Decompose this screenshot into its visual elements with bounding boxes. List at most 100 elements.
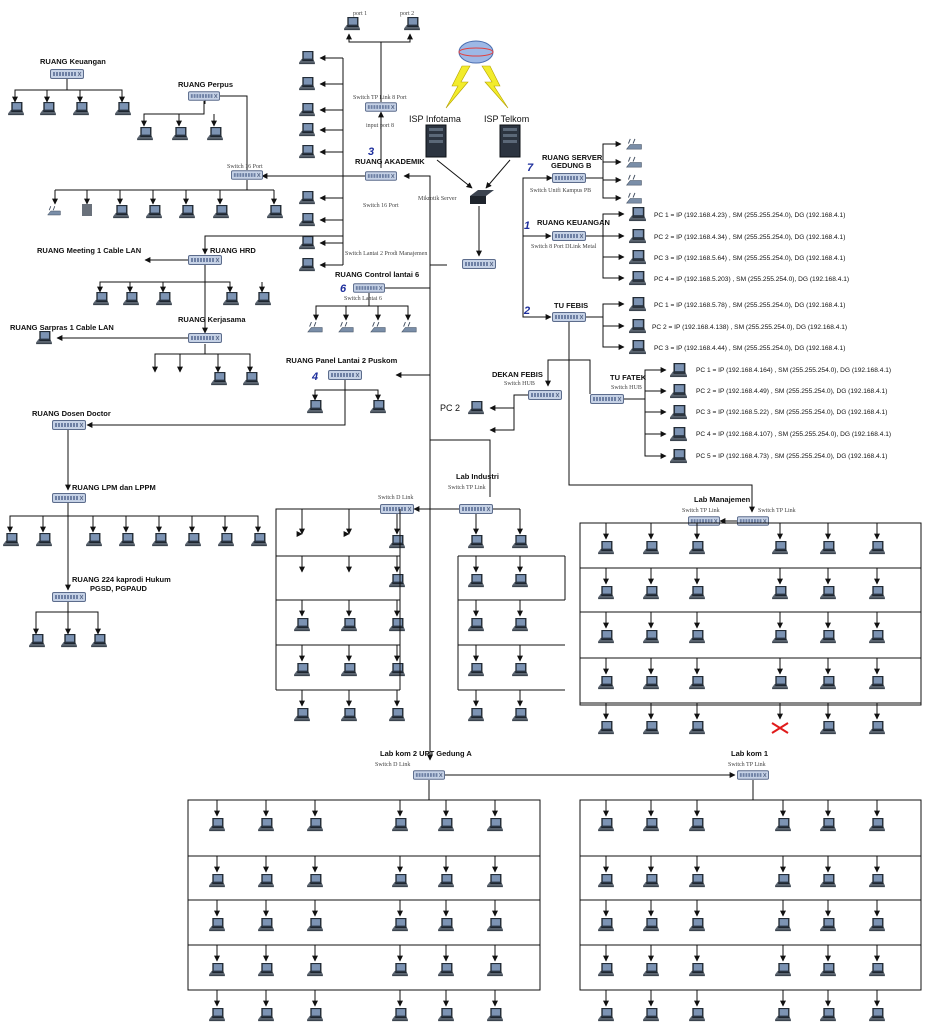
desktop-pc-icon [819, 1008, 837, 1022]
desktop-pc-icon [774, 1008, 792, 1022]
lightning-bolt-icon [445, 65, 471, 109]
ip-fatek-pc4: PC 4 = IP (192.168.4.107) , SM (255.255.… [696, 431, 891, 438]
network-switch-icon[interactable] [231, 170, 263, 180]
network-switch-icon[interactable] [459, 504, 493, 514]
network-switch-icon[interactable] [552, 173, 586, 183]
desktop-pc-icon [688, 963, 706, 977]
network-switch-icon[interactable] [380, 504, 414, 514]
port-2-label: port 2 [400, 11, 414, 17]
desktop-pc-icon [642, 1008, 660, 1022]
network-switch-icon[interactable] [552, 231, 586, 241]
desktop-pc-icon [388, 663, 406, 677]
desktop-pc-icon [467, 574, 485, 588]
desktop-pc-icon [819, 586, 837, 600]
isp-telkom-label: ISP Telkom [484, 114, 529, 124]
port-1-label: port 1 [353, 11, 367, 17]
desktop-pc-icon [819, 874, 837, 888]
network-switch-icon[interactable] [462, 259, 496, 269]
network-switch-icon[interactable] [552, 312, 586, 322]
ruang-panel-label: RUANG Panel Lantai 2 Puskom [286, 356, 398, 365]
network-switch-icon[interactable] [50, 69, 84, 79]
fatek-pcs [669, 363, 688, 464]
desktop-pc-icon [819, 541, 837, 555]
desktop-pc-icon [771, 676, 789, 690]
network-switch-icon[interactable] [737, 516, 769, 526]
server-number: 7 [527, 162, 534, 174]
desktop-pc-icon [642, 963, 660, 977]
desktop-pc-icon [597, 818, 615, 832]
switch-dlink-mid-label: Switch D Link [378, 495, 413, 501]
pc2-label: PC 2 [440, 403, 460, 413]
network-switch-icon[interactable] [413, 770, 445, 780]
desktop-pc-icon [597, 963, 615, 977]
desktop-pc-icon [774, 918, 792, 932]
desktop-pc-icon [868, 918, 886, 932]
mikrotik-server-label: Mikrotik Server [418, 196, 457, 202]
desktop-pc-icon [771, 586, 789, 600]
desktop-pc-icon [688, 630, 706, 644]
network-switch-icon[interactable] [52, 420, 86, 430]
switch-lantai2-label: Switch Lantai 2 Prodi Manajemen [345, 251, 427, 257]
desktop-pc-icon [688, 721, 706, 735]
desktop-pc-icon [306, 874, 324, 888]
desktop-pc-icon [642, 818, 660, 832]
desktop-pc-icon [868, 1008, 886, 1022]
desktop-pc-icon [688, 818, 706, 832]
febis-pcs [628, 297, 647, 355]
desktop-pc-icon [388, 535, 406, 549]
switch-16port-perpus-label: Switch 16 Port [227, 164, 263, 170]
network-switch-icon[interactable] [528, 390, 562, 400]
desktop-pc-icon [642, 586, 660, 600]
network-switch-icon[interactable] [353, 283, 385, 293]
labkom1-label: Lab kom 1 [731, 749, 768, 758]
switch-lantai6-label: Switch Lantai 6 [344, 296, 382, 302]
desktop-pc-icon [642, 630, 660, 644]
internet-globe-icon [458, 40, 494, 64]
ruang-hrd-label: RUANG HRD [210, 246, 256, 255]
ruang-224-label-2: PGSD, PGPAUD [90, 584, 148, 593]
akademik-pcs [298, 51, 316, 272]
desktop-pc-icon [868, 818, 886, 832]
switch-unifi-label: Switch Unifi Kampus PB [530, 187, 591, 194]
desktop-pc-icon [819, 818, 837, 832]
desktop-pc-icon [597, 874, 615, 888]
desktop-pc-icon [340, 708, 358, 722]
desktop-pc-icon [257, 918, 275, 932]
ruang-akademik-label: RUANG AKADEMIK [355, 157, 425, 166]
ruang-keuangan-right-label: RUANG KEUANGAN [537, 218, 610, 227]
switch-hub-dekan-label: Switch HUB [504, 381, 535, 387]
desktop-pc-icon [242, 372, 260, 386]
network-switch-icon[interactable] [365, 102, 397, 112]
desktop-pc-icon [597, 721, 615, 735]
network-switch-icon[interactable] [52, 493, 86, 503]
industri-lab-grid [457, 535, 566, 722]
ip-keuangan-pc4: PC 4 = IP (192.168.5.203) , SM (255.255.… [654, 276, 849, 283]
ruang-server-label-2: GEDUNG B [551, 161, 592, 170]
switch-hub-fatek-label: Switch HUB [611, 385, 642, 391]
desktop-pc-icon [688, 586, 706, 600]
network-switch-icon[interactable] [188, 333, 222, 343]
desktop-pc-icon [774, 963, 792, 977]
labkom2-label: Lab kom 2 UPT Gedung A [380, 749, 472, 758]
network-switch-icon[interactable] [328, 370, 362, 380]
control-access-points [307, 321, 417, 333]
network-switch-icon[interactable] [52, 592, 86, 602]
desktop-pc-icon [293, 618, 311, 632]
network-switch-icon[interactable] [188, 91, 220, 101]
network-switch-icon[interactable] [737, 770, 769, 780]
desktop-pc-icon [343, 17, 361, 31]
desktop-pc-icon [257, 818, 275, 832]
desktop-pc-icon [486, 1008, 504, 1022]
network-switch-icon[interactable] [688, 516, 720, 526]
desktop-pc-icon [642, 918, 660, 932]
desktop-pc-icon [340, 663, 358, 677]
desktop-pc-icon [467, 708, 485, 722]
network-switch-icon[interactable] [188, 255, 222, 265]
desktop-pc-icon [437, 1008, 455, 1022]
keuangan-right-pcs [628, 207, 647, 286]
desktop-pc-icon [293, 663, 311, 677]
switch-tplink-right-label: Switch TP Link [758, 508, 796, 514]
network-switch-icon[interactable] [365, 171, 397, 181]
network-switch-icon[interactable] [590, 394, 624, 404]
desktop-pc-icon [511, 663, 529, 677]
